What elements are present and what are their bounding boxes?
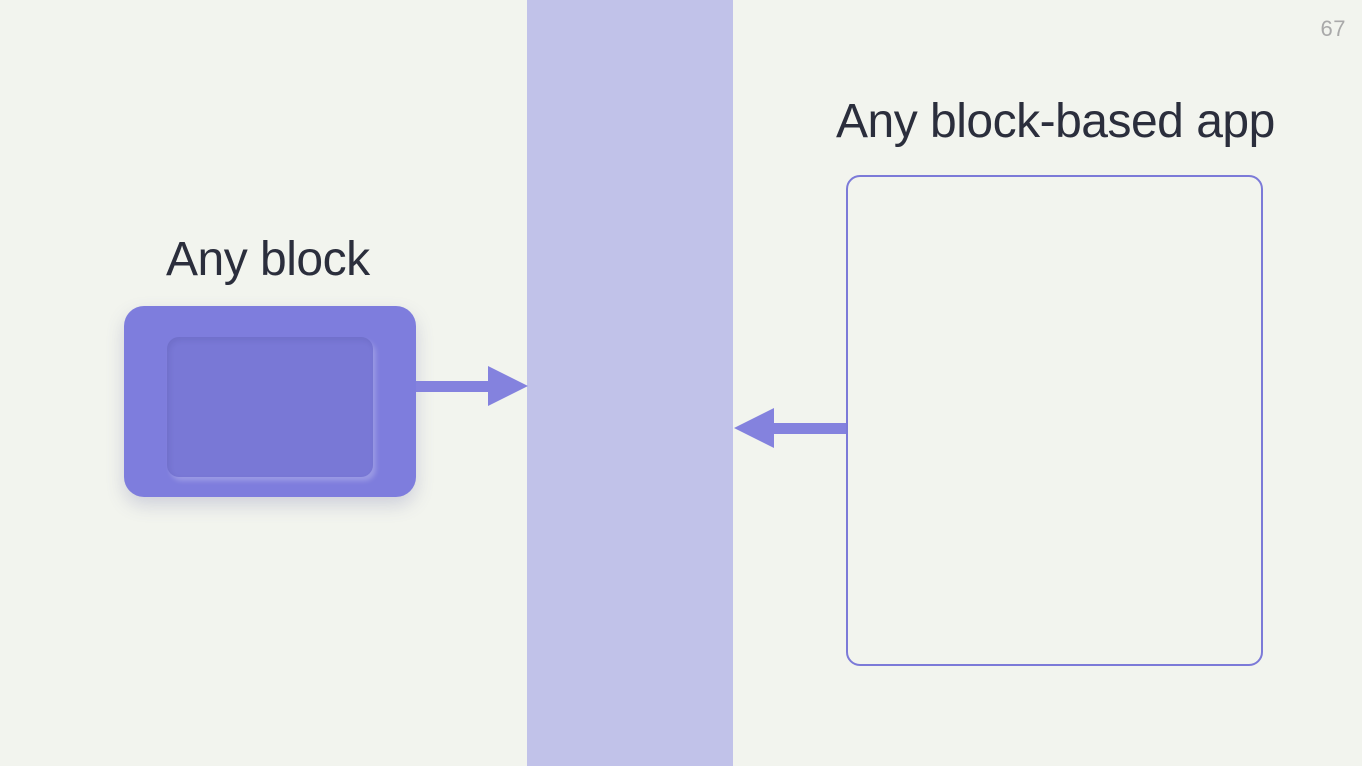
any-block-label: Any block xyxy=(166,233,370,286)
any-block-shape xyxy=(124,306,416,497)
page-number: 67 xyxy=(1320,16,1346,41)
arrow-right-head xyxy=(488,366,528,406)
arrow-right-shaft xyxy=(416,380,488,392)
arrow-left-head xyxy=(734,408,774,448)
app-label: Any block-based app xyxy=(836,95,1275,148)
app-box-shape xyxy=(846,175,1263,666)
arrow-right-icon xyxy=(416,366,528,406)
connector-band xyxy=(527,0,733,766)
arrow-left-icon xyxy=(734,408,846,448)
arrow-left-shaft xyxy=(774,422,846,434)
any-block-inner-shape xyxy=(167,337,373,477)
